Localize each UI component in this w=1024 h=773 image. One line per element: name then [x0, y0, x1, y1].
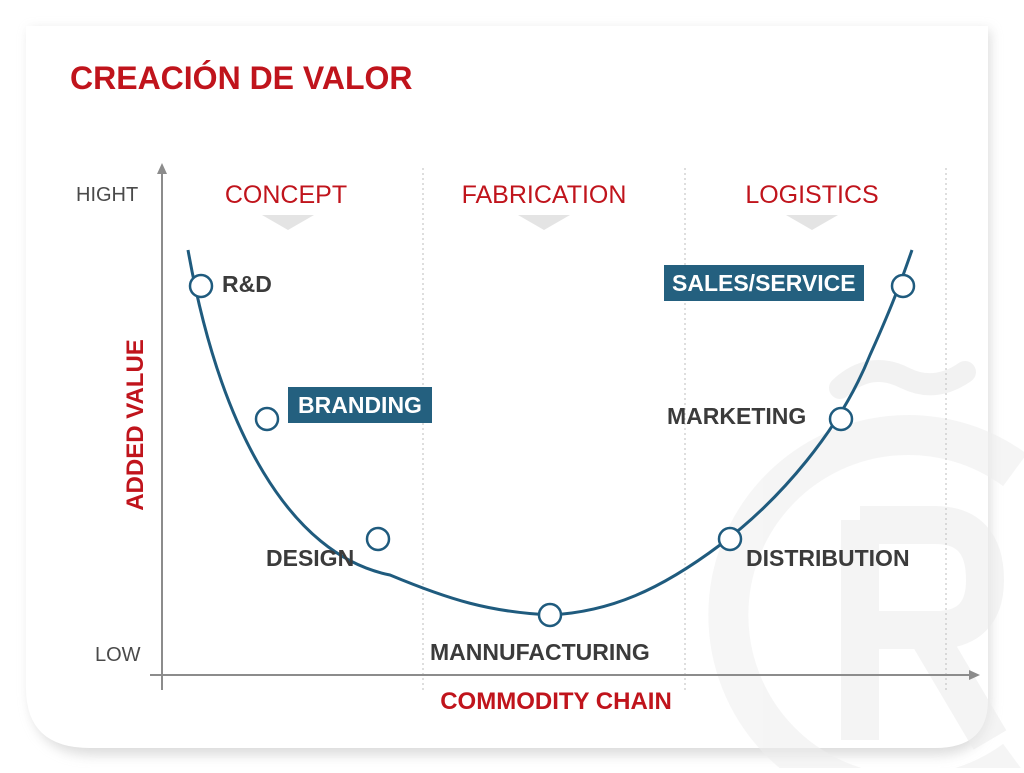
stage-marker-manufacturing: [537, 602, 563, 628]
stage-marker-sales-service: [890, 273, 916, 299]
column-dividers: [422, 168, 947, 690]
stage-marker-marketing: [828, 406, 854, 432]
stage-marker-branding: [254, 406, 280, 432]
x-axis-title: COMMODITY CHAIN: [440, 688, 672, 715]
stage-label-rnd: R&D: [222, 271, 272, 297]
value-curve: [186, 249, 914, 617]
stage-label-marketing: MARKETING: [667, 403, 807, 429]
phase-chevrons: [262, 215, 838, 230]
stage-label-distribution: DISTRIBUTION: [746, 545, 910, 571]
phase-fabrication: FABRICATION: [461, 181, 627, 209]
stage-markers: [188, 273, 916, 628]
stage-marker-distribution: [717, 526, 743, 552]
stage-label-manufacturing: MANNUFACTURING: [430, 639, 650, 665]
stage-marker-rnd: [188, 273, 214, 299]
phase-logistics: LOGISTICS: [745, 181, 879, 209]
stage-label-branding: BRANDING: [288, 387, 432, 423]
stage-marker-design: [365, 526, 391, 552]
y-axis-title: ADDED VALUE: [122, 339, 149, 511]
y-axis-high-label: HIGHT: [76, 184, 139, 206]
stage-label-design: DESIGN: [266, 545, 355, 571]
page-title: CREACIÓN DE VALOR: [70, 60, 413, 96]
stage-label-sales-service: SALES/SERVICE: [664, 265, 864, 301]
y-axis-low-label: LOW: [95, 644, 141, 666]
phase-concept: CONCEPT: [224, 181, 348, 209]
